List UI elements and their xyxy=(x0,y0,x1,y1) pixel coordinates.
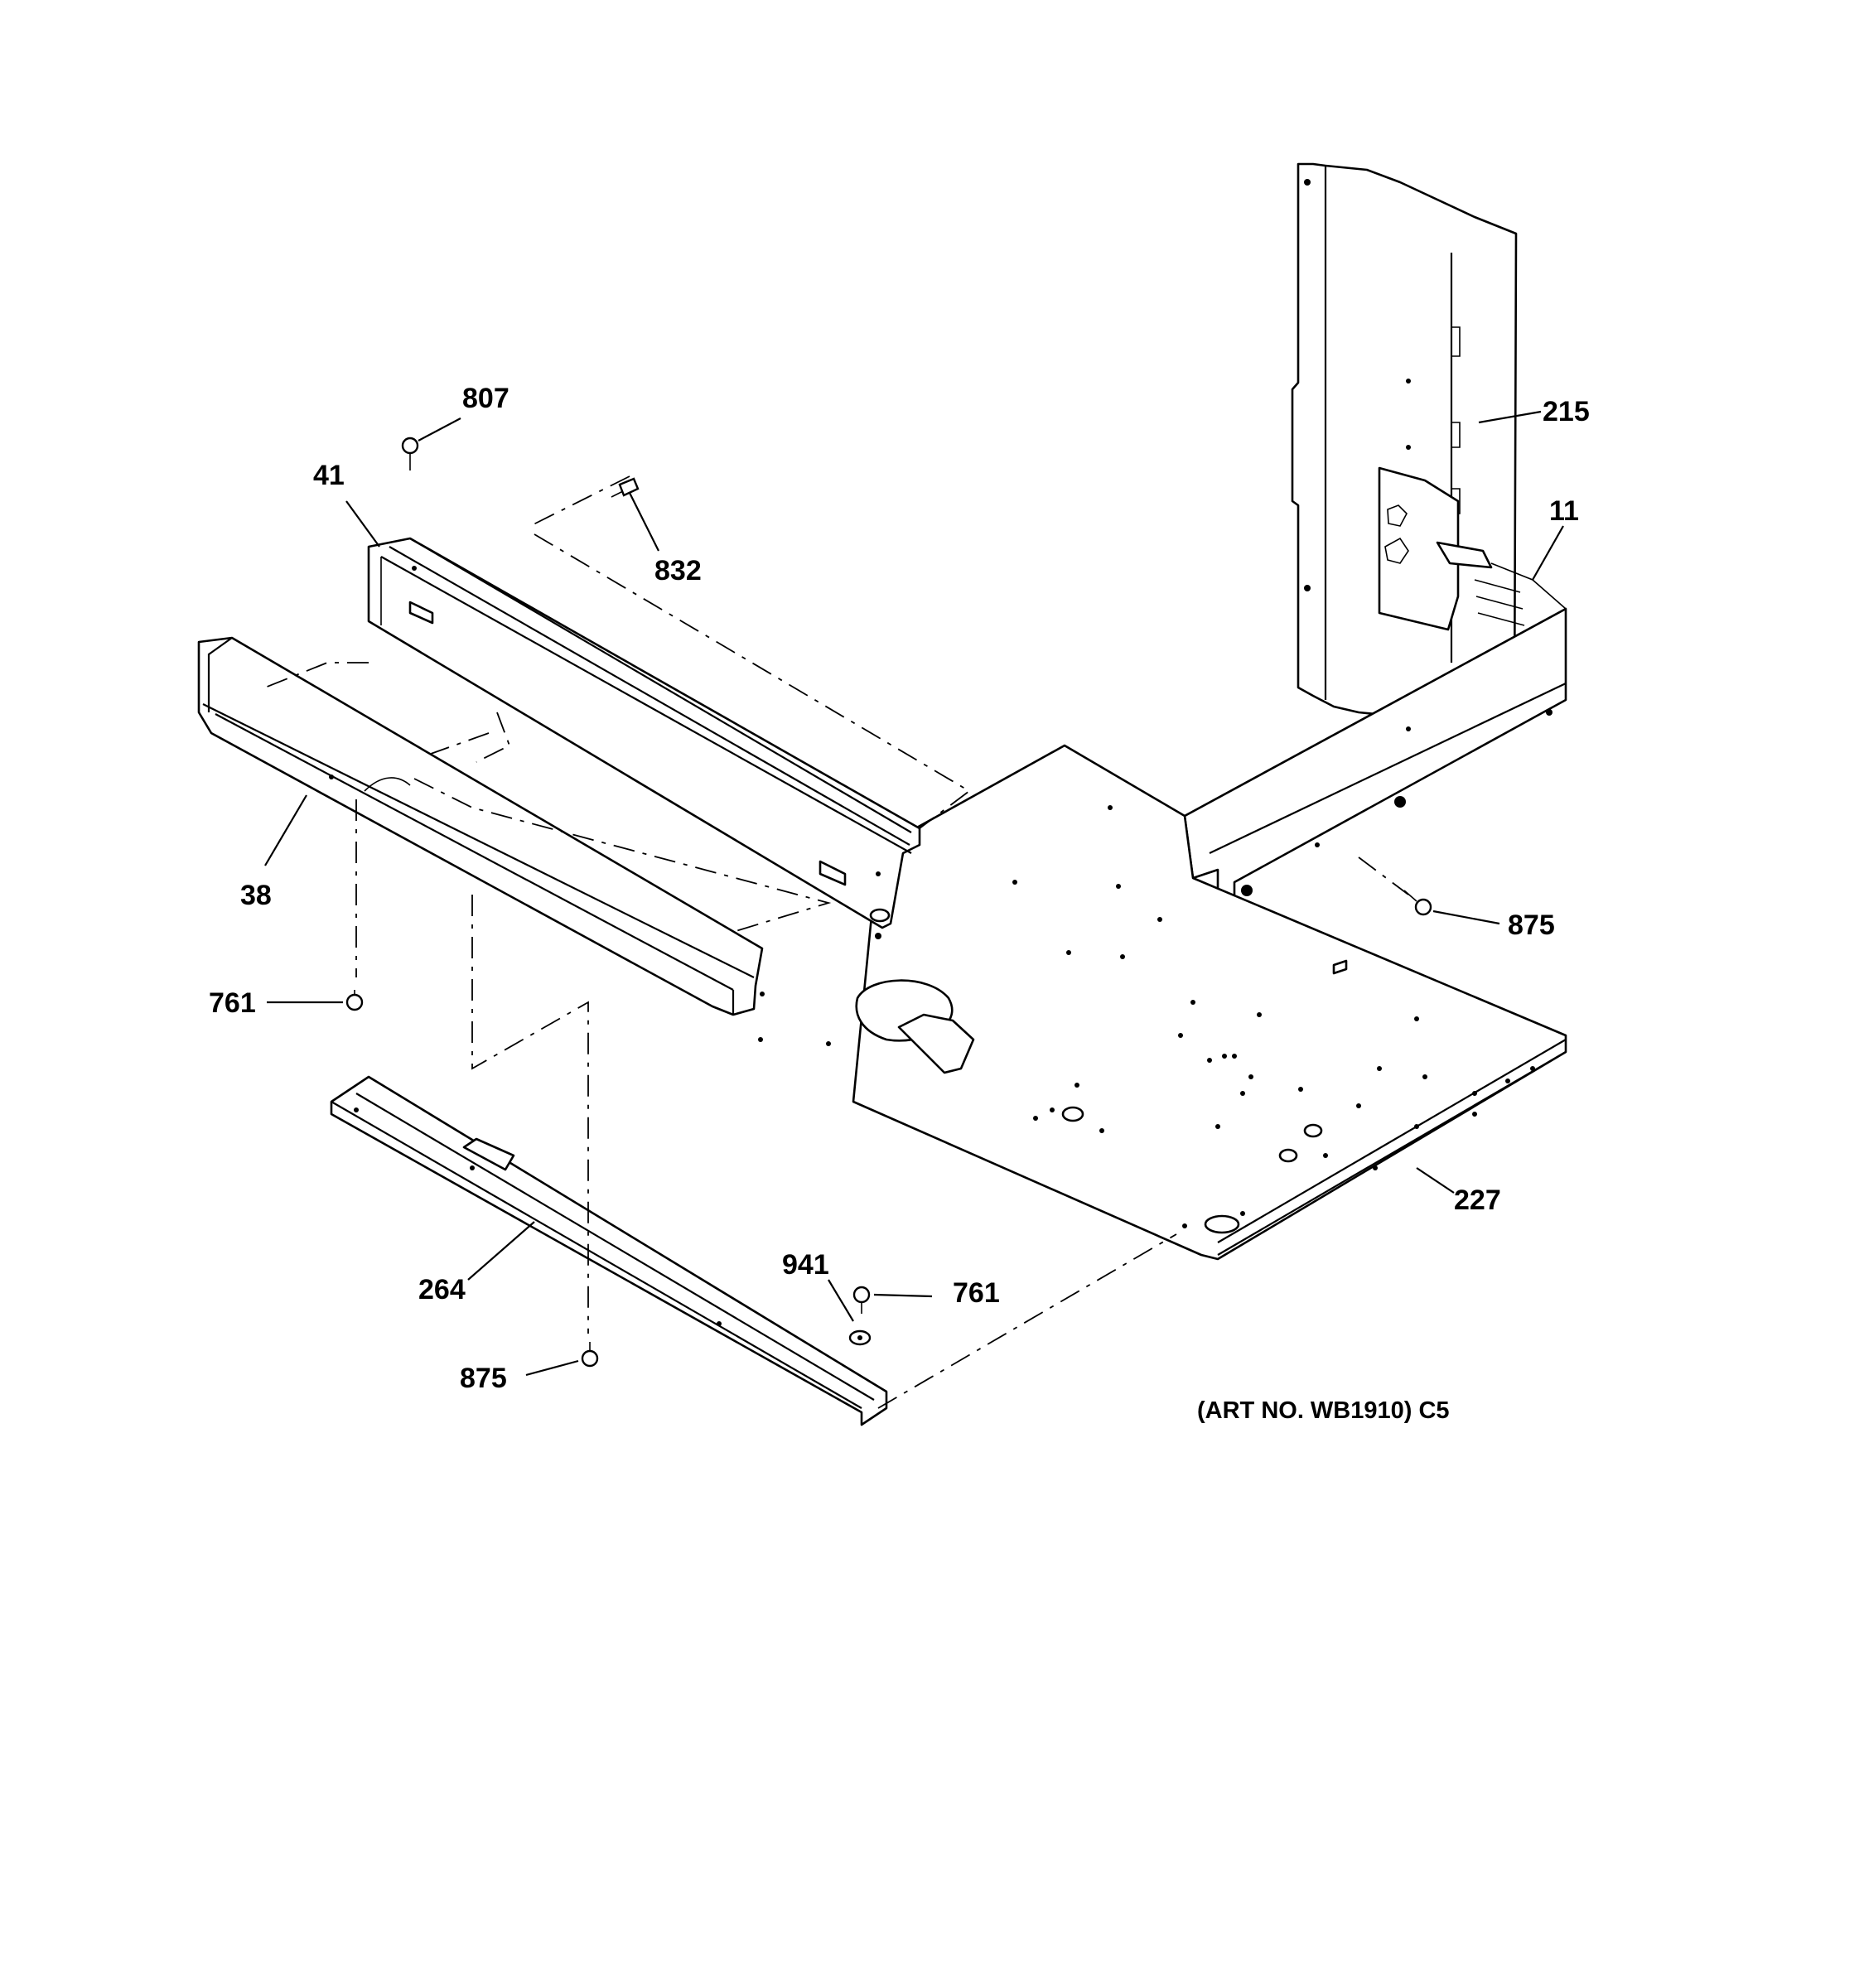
assembly-center-lines xyxy=(264,475,1409,1409)
callout-807: 807 xyxy=(462,383,509,414)
screw-761-bottom-icon xyxy=(852,1286,871,1314)
screw-761-left-icon xyxy=(345,990,364,1011)
callout-875-bottom: 875 xyxy=(460,1363,507,1394)
fasteners xyxy=(345,437,1432,1368)
part-41-trim-rail xyxy=(367,537,921,929)
callout-215: 215 xyxy=(1543,396,1590,427)
callout-11: 11 xyxy=(1549,495,1579,527)
leader-lines xyxy=(264,410,1564,1377)
art-number: (ART NO. WB1910) C5 xyxy=(1197,1397,1450,1424)
callout-227: 227 xyxy=(1454,1185,1501,1216)
part-264-front-channel xyxy=(330,1075,888,1426)
callout-941: 941 xyxy=(782,1249,829,1281)
callout-875-right: 875 xyxy=(1508,910,1555,941)
part-38-control-panel xyxy=(197,636,764,1016)
screw-875-right-icon xyxy=(1403,890,1432,916)
callout-761-left: 761 xyxy=(209,987,256,1019)
callout-38: 38 xyxy=(240,880,272,911)
callout-264: 264 xyxy=(418,1274,466,1305)
callout-761-bottom: 761 xyxy=(953,1277,1000,1309)
callout-labels: 807 41 832 215 11 38 875 761 227 264 941… xyxy=(209,383,1590,1424)
part-11-support-bracket xyxy=(1183,562,1567,913)
part-215-back-panel xyxy=(1291,162,1518,731)
part-227-base-plate xyxy=(758,744,1567,1261)
callout-41: 41 xyxy=(313,460,345,491)
screw-807-icon xyxy=(401,437,419,470)
callout-832: 832 xyxy=(654,555,702,586)
washer-941-icon xyxy=(848,1329,872,1346)
screw-832-icon xyxy=(611,477,640,498)
screw-875-bottom-icon xyxy=(581,1342,599,1368)
